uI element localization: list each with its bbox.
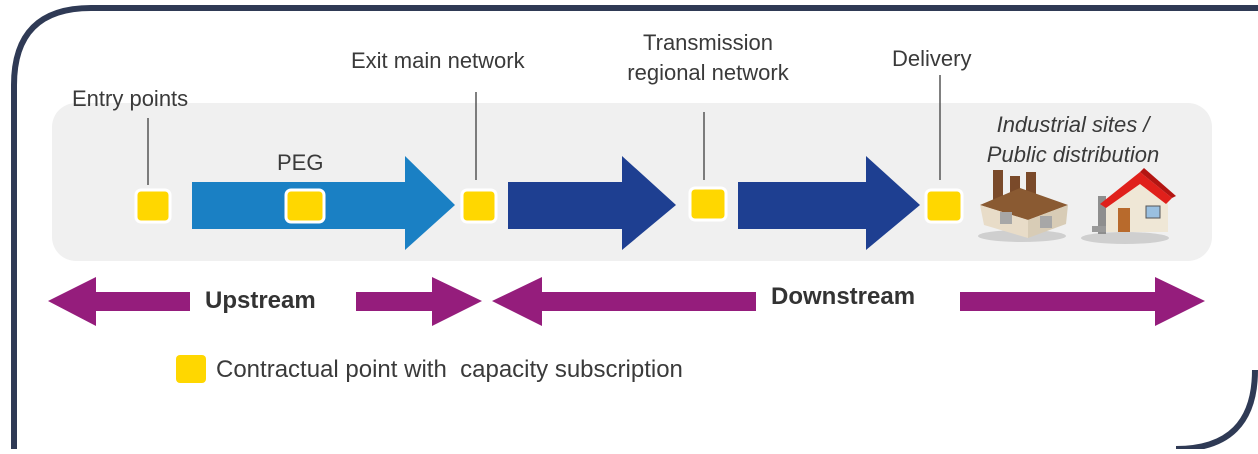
contract-point-exit-main [460, 188, 498, 224]
public-distribution-label: Public distribution [986, 142, 1160, 167]
contract-point-transmission [688, 186, 728, 222]
contract-point-peg [284, 188, 326, 224]
upstream-label: Upstream [205, 287, 316, 314]
peg-label: PEG [277, 150, 324, 175]
industrial-sites-label: Industrial sites / [996, 112, 1150, 137]
contract-point-delivery [924, 188, 964, 224]
upstream-arrow [48, 277, 482, 326]
exit-main-network-label: Exit main network [351, 48, 525, 73]
contract-point-entry [134, 188, 172, 224]
entry-points-label: Entry points [72, 86, 189, 111]
delivery-label: Delivery [892, 46, 972, 71]
transmission-label-line2: regional network [627, 60, 789, 85]
legend-text: Contractual point with capacity subscrip… [216, 356, 683, 383]
transmission-label-line1: Transmission [643, 30, 773, 55]
downstream-label: Downstream [771, 283, 916, 310]
regional-network-flow-arrow [738, 156, 920, 250]
legend-swatch [176, 355, 206, 383]
outer-frame [11, 5, 1258, 452]
downstream-arrow [492, 277, 1205, 326]
main-network-flow-arrow [508, 156, 676, 250]
factory-icon [978, 170, 1068, 242]
house-icon [1081, 168, 1176, 244]
